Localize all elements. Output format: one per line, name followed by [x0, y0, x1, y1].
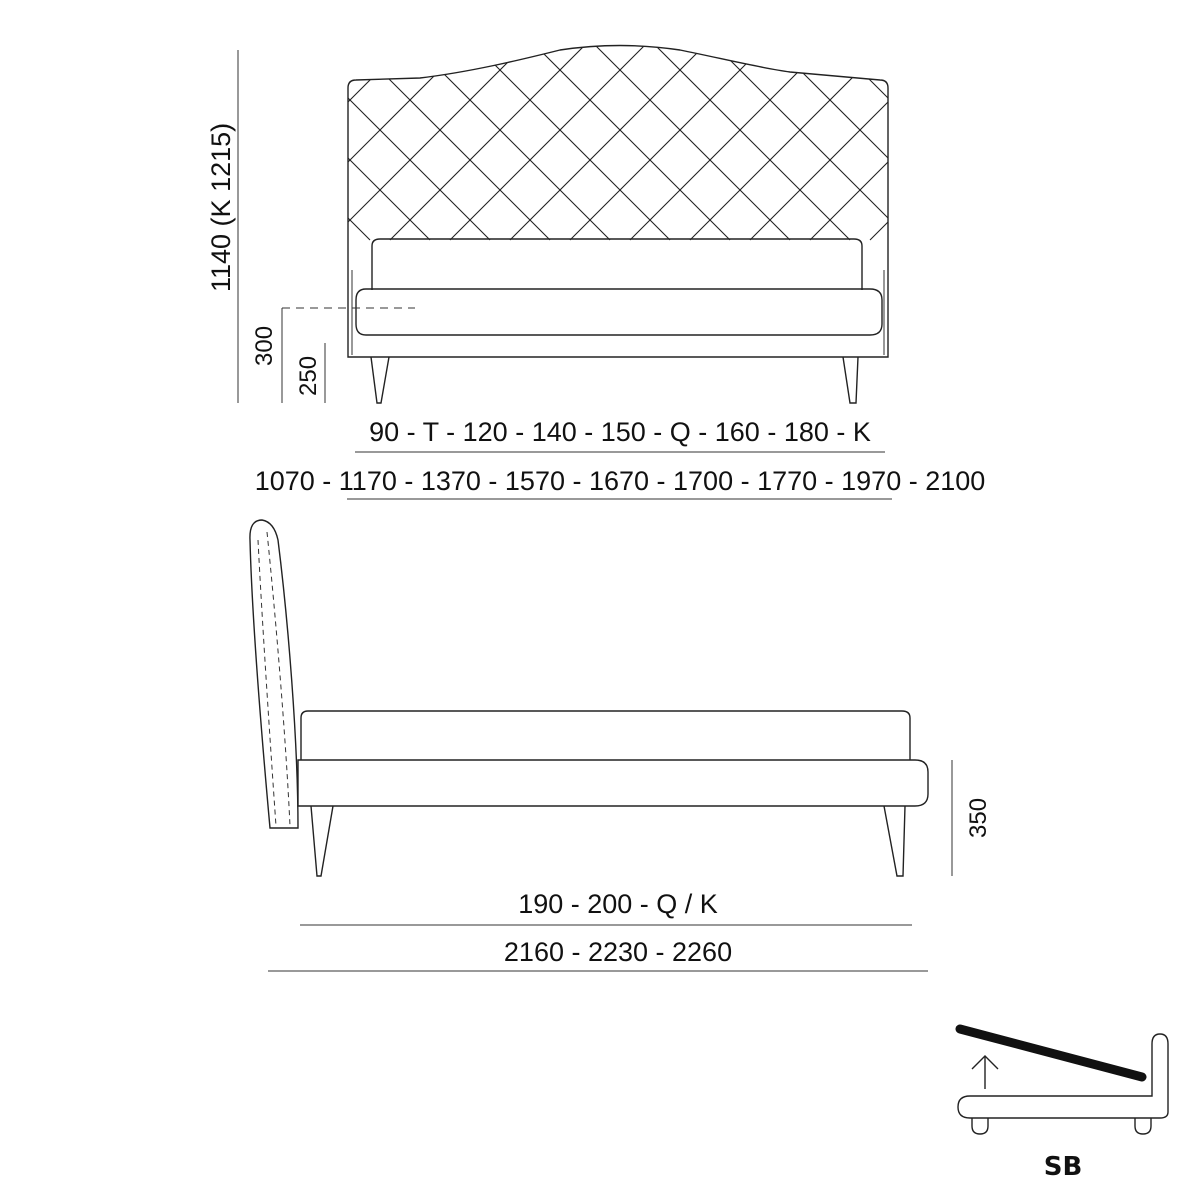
side-rear-leg	[883, 805, 906, 877]
side-height-350: 350	[965, 798, 992, 838]
front-size-codes: 90 - T - 120 - 140 - 150 - Q - 160 - 180…	[369, 417, 871, 447]
front-right-leg	[842, 356, 859, 404]
storage-box-icon: SB	[955, 1024, 1169, 1182]
front-bed-base	[355, 288, 883, 336]
side-headboard	[249, 519, 299, 829]
front-height-label: 1140 (K 1215)	[206, 123, 236, 292]
side-front-leg	[310, 805, 334, 877]
headboard-outline	[347, 44, 889, 358]
front-width-values: 1070 - 1170 - 1370 - 1570 - 1670 - 1700 …	[255, 466, 986, 496]
storage-label: SB	[1044, 1152, 1083, 1182]
front-height-250: 250	[295, 356, 322, 396]
side-length-codes: 190 - 200 - Q / K	[518, 889, 718, 919]
arrow-up-icon	[971, 1055, 999, 1089]
headboard-quilting	[348, 45, 888, 241]
storage-bed-frame	[957, 1033, 1169, 1119]
side-mattress	[300, 710, 911, 760]
side-length-values: 2160 - 2230 - 2260	[504, 937, 732, 967]
side-view: 350 190 - 200 - Q / K 2160 - 2230 - 2260	[249, 519, 992, 972]
front-view: 1140 (K 1215) 300 250 90 - T - 120 - 140…	[206, 44, 986, 500]
side-bed-base	[297, 759, 929, 807]
lift-slat	[955, 1024, 1147, 1082]
front-mattress	[371, 238, 863, 290]
front-height-300: 300	[251, 326, 278, 366]
front-left-leg	[370, 356, 390, 404]
